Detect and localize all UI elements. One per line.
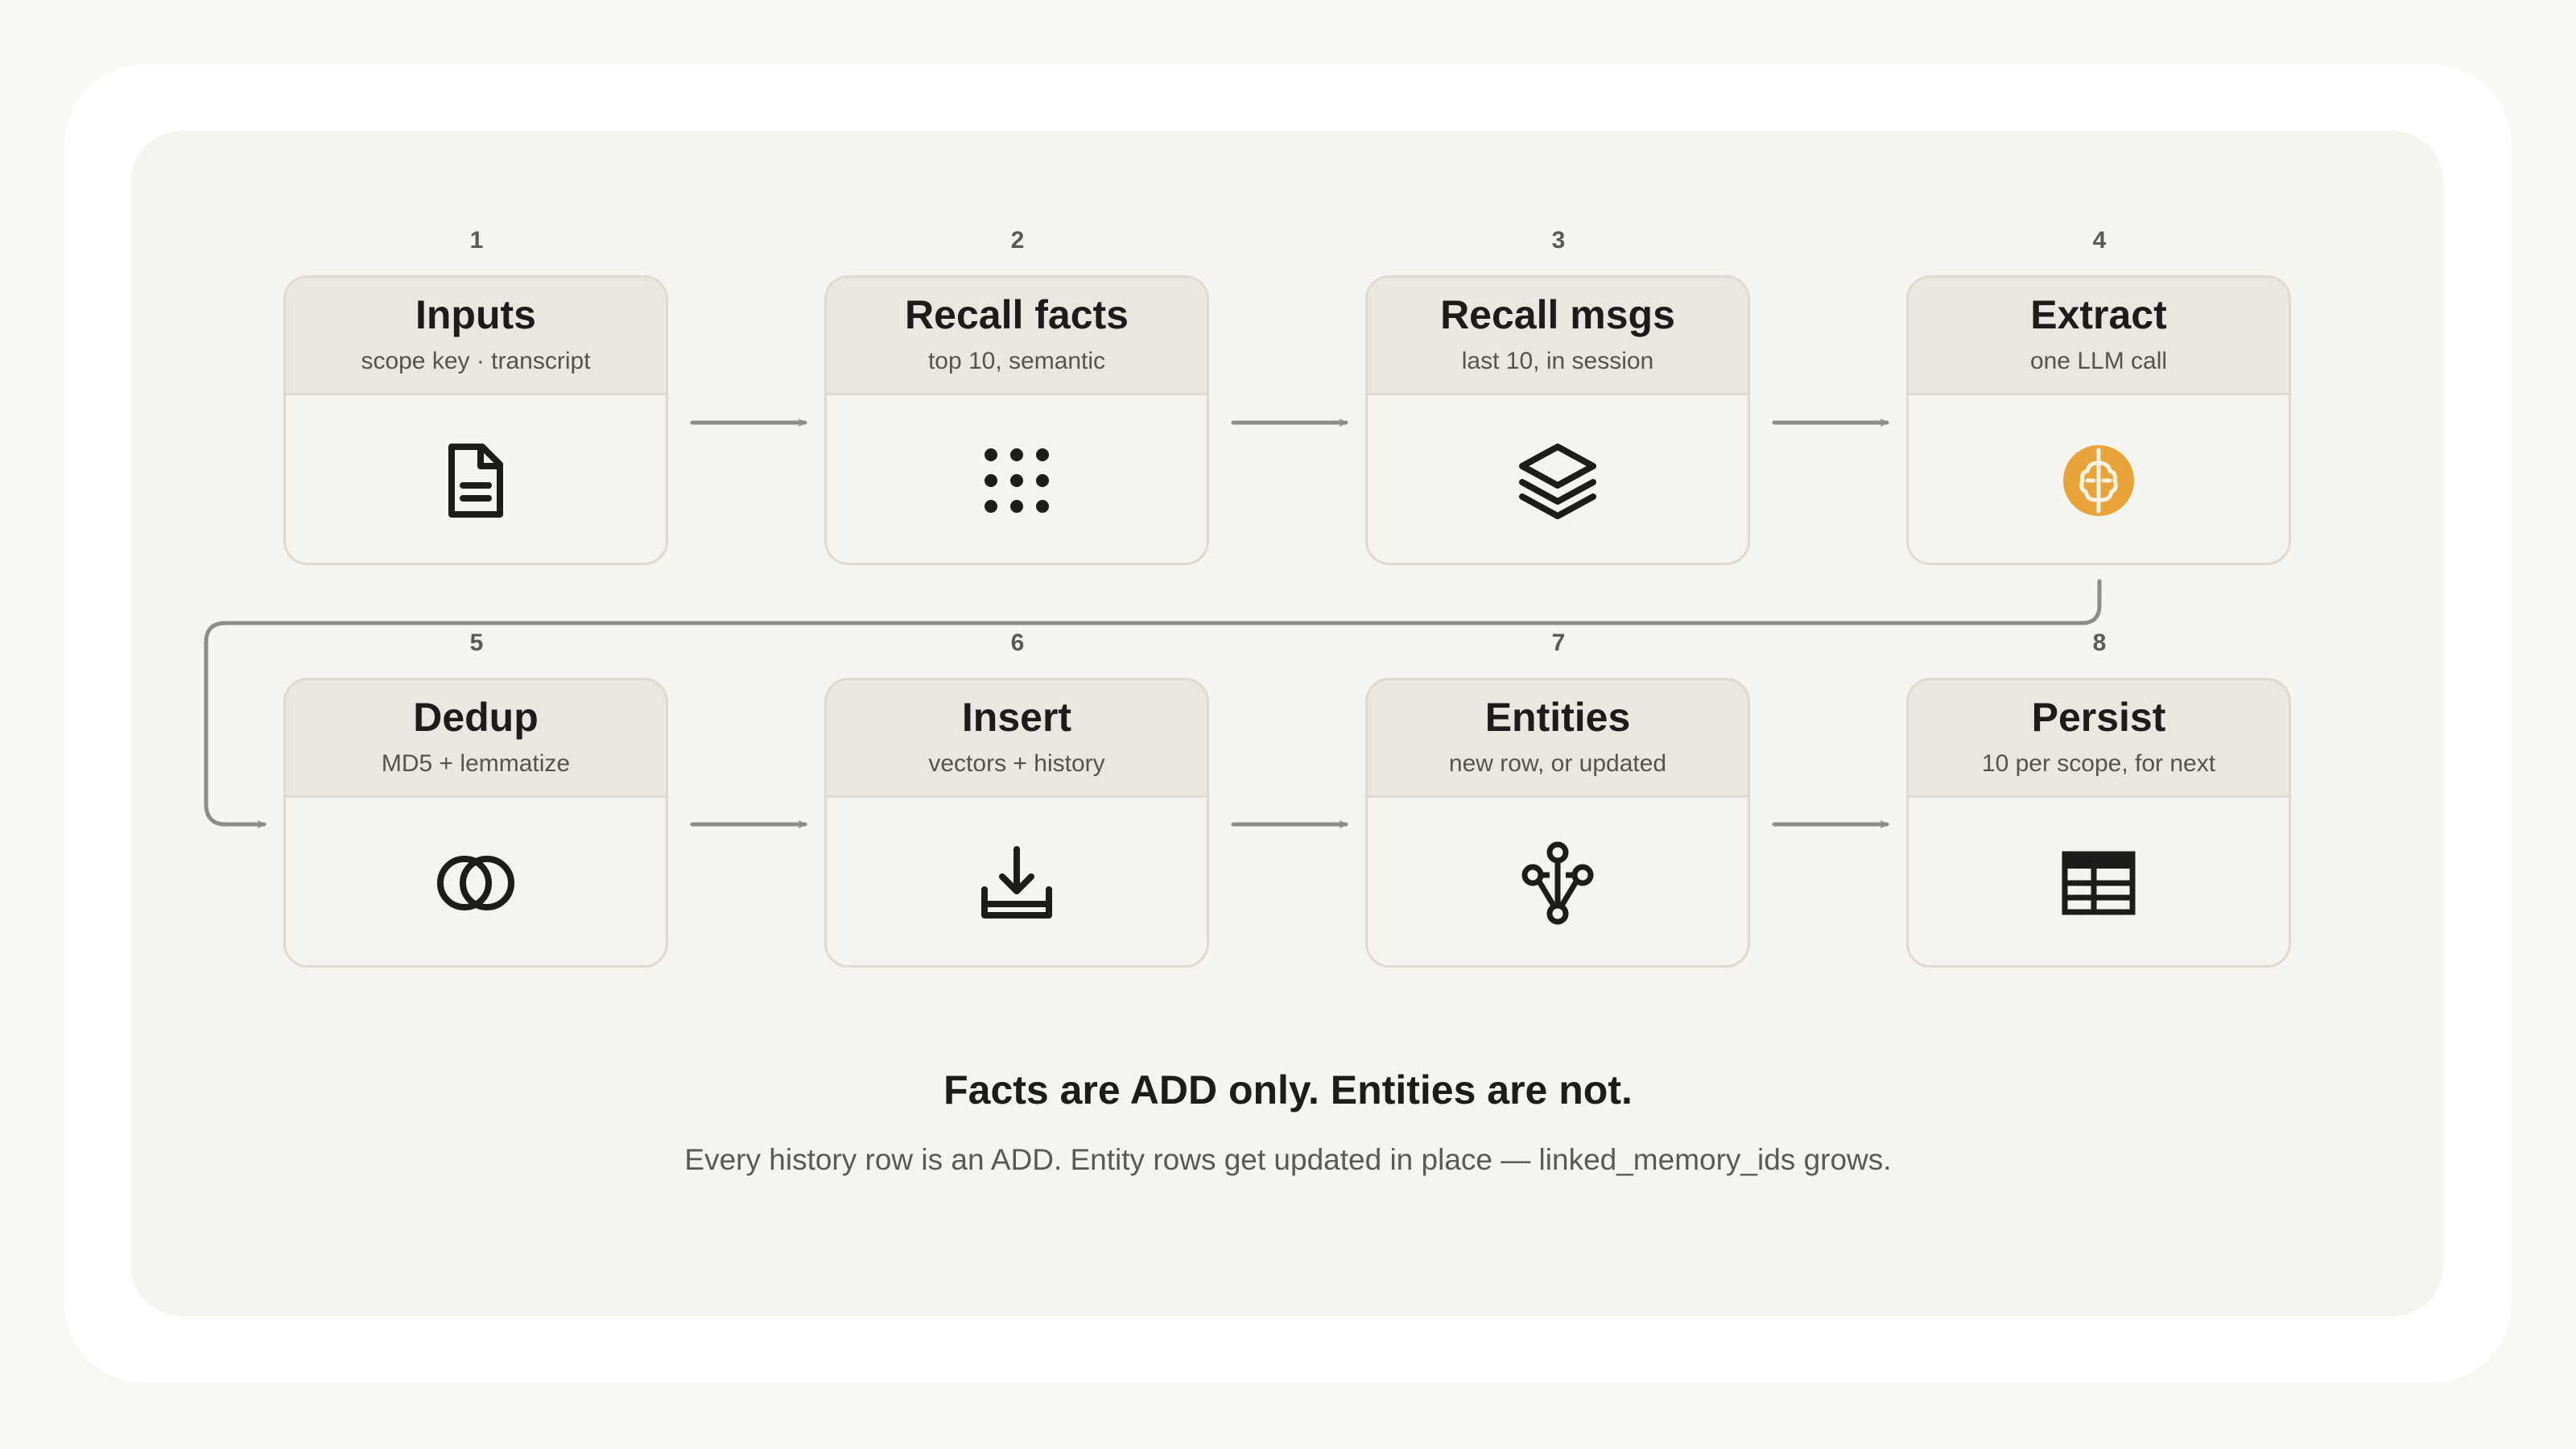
card-header: Inputs scope key · transcript (286, 278, 666, 395)
graph-nodes-icon (1521, 841, 1594, 924)
card-header: Dedup MD5 + lemmatize (286, 680, 666, 798)
card-header: Insert vectors + history (827, 680, 1207, 798)
step-number: 1 (469, 227, 484, 254)
step-title: Dedup (413, 695, 539, 740)
card-body (827, 798, 1207, 965)
arrow-4-5 (204, 579, 2102, 828)
step-number: 8 (2092, 630, 2107, 656)
step-title: Persist (2031, 695, 2166, 740)
step-subtitle: last 10, in session (1461, 348, 1654, 374)
step-number: 4 (2092, 227, 2107, 254)
step-card-recall-msgs: Recall msgs last 10, in session (1365, 275, 1750, 565)
step-card-dedup: Dedup MD5 + lemmatize (283, 678, 668, 968)
step-number: 7 (1551, 630, 1566, 656)
step-number: 6 (1010, 630, 1025, 656)
layers-icon (1519, 443, 1596, 519)
footer-title: Facts are ADD only. Entities are not. (943, 1067, 1633, 1113)
card-body (286, 395, 666, 563)
card-header: Recall msgs last 10, in session (1368, 278, 1748, 395)
step-subtitle: new row, or updated (1448, 750, 1667, 777)
card-body (286, 798, 666, 965)
card-body (827, 395, 1207, 563)
download-tray-icon (981, 845, 1052, 919)
card-body (1909, 395, 2289, 563)
step-title: Inputs (415, 292, 536, 337)
card-header: Recall facts top 10, semantic (827, 278, 1207, 395)
card-body (1909, 798, 2289, 965)
card-header: Entities new row, or updated (1368, 680, 1748, 798)
footer-subtitle: Every history row is an ADD. Entity rows… (684, 1143, 1892, 1176)
step-title: Extract (2030, 292, 2167, 337)
step-subtitle: MD5 + lemmatize (381, 750, 571, 777)
step-subtitle: one LLM call (2029, 348, 2168, 374)
step-card-persist: Persist 10 per scope, for next (1906, 678, 2291, 968)
step-title: Recall facts (905, 292, 1129, 337)
card-body (1368, 395, 1748, 563)
step-card-extract: Extract one LLM call (1906, 275, 2291, 565)
step-subtitle: vectors + history (928, 750, 1105, 777)
step-number: 5 (469, 630, 484, 656)
step-subtitle: top 10, semantic (927, 348, 1106, 374)
table-icon (2062, 851, 2136, 914)
step-card-insert: Insert vectors + history (824, 678, 1209, 968)
brain-icon (2063, 444, 2134, 516)
step-title: Entities (1484, 695, 1631, 740)
card-header: Extract one LLM call (1909, 278, 2289, 395)
step-subtitle: scope key · transcript (361, 348, 591, 374)
card-body (1368, 798, 1748, 965)
step-number: 2 (1010, 227, 1025, 254)
step-title: Insert (961, 695, 1072, 740)
step-card-inputs: Inputs scope key · transcript (283, 275, 668, 565)
overlap-circles-icon (437, 855, 514, 910)
step-title: Recall msgs (1440, 292, 1675, 337)
step-card-recall-facts: Recall facts top 10, semantic (824, 275, 1209, 565)
step-subtitle: 10 per scope, for next (1981, 750, 2216, 777)
dot-grid-icon (985, 448, 1049, 513)
card-header: Persist 10 per scope, for next (1909, 680, 2289, 798)
document-icon (448, 443, 503, 518)
step-card-entities: Entities new row, or updated (1365, 678, 1750, 968)
step-number: 3 (1551, 227, 1566, 254)
